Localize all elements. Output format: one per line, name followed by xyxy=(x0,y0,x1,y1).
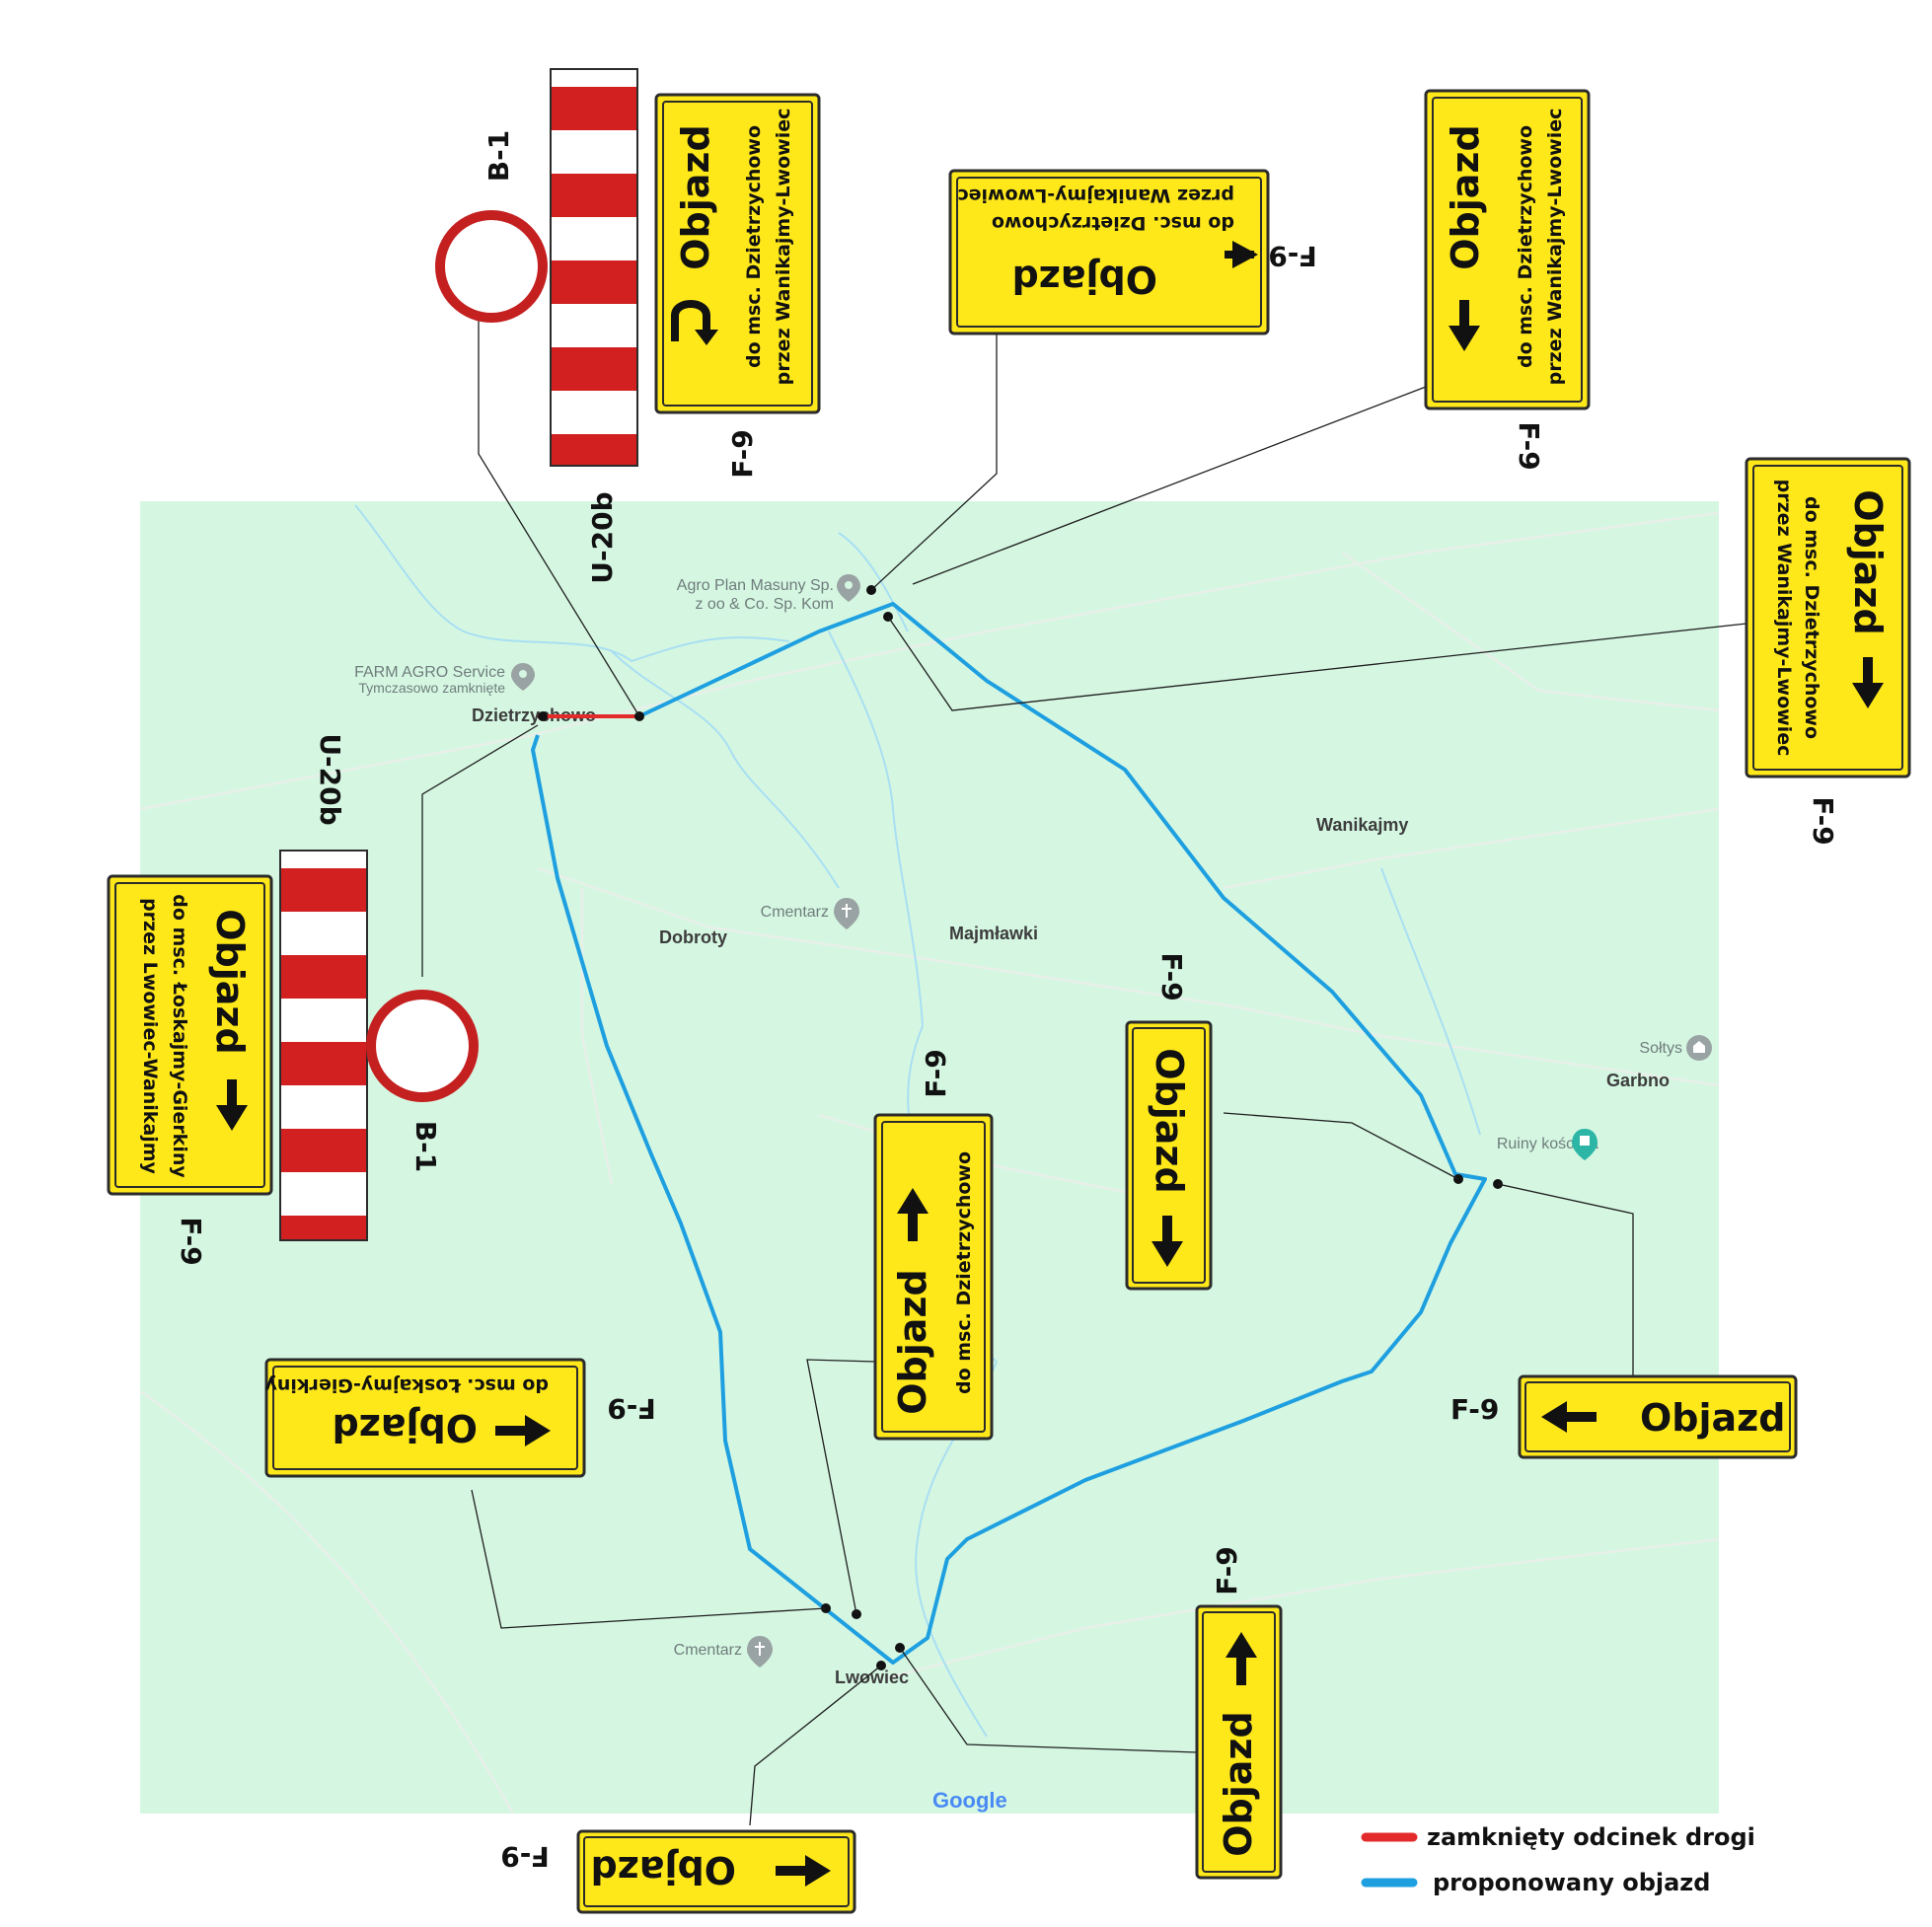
poi-farm-line2: Tymczasowo zamknięte xyxy=(358,680,505,696)
arrow-left-icon xyxy=(1541,1401,1597,1433)
arrow-down-icon xyxy=(216,1079,248,1131)
sign-objazd-text: Objazd xyxy=(1012,258,1158,301)
u20b-barrier-west xyxy=(279,850,368,1241)
code-f9-south: F-9 xyxy=(1211,1546,1243,1594)
poi-cmentarz-north: Cmentarz xyxy=(761,904,829,921)
place-garbno: Garbno xyxy=(1606,1071,1670,1090)
sign-objazd-text: Objazd xyxy=(1148,1048,1191,1194)
b1-sign-west xyxy=(366,990,479,1102)
sign-line2-text: przez Wanikajmy-Lwowiec xyxy=(957,185,1234,206)
code-b1-west: B-1 xyxy=(409,1121,442,1172)
arrow-up-icon xyxy=(897,1188,929,1241)
code-f9-northeast: F-9 xyxy=(1513,421,1545,470)
sign-objazd-text: Objazd xyxy=(674,124,717,270)
sign-line1-text: do msc. Łoskajmy-Gierkiny xyxy=(264,1374,549,1396)
sign-objazd-text: Objazd xyxy=(1846,489,1890,635)
code-u20b-west: U-20b xyxy=(314,733,346,825)
legend: zamknięty odcinek drogi proponowany obja… xyxy=(1361,1823,1755,1896)
code-f9-southeast: F-9 xyxy=(1450,1393,1499,1426)
map-roads xyxy=(139,511,1720,1815)
code-f9-east: F-9 xyxy=(1807,796,1839,845)
f9-sign-center-right: Objazd xyxy=(1125,1020,1213,1291)
arrow-left-icon xyxy=(776,1855,831,1887)
place-dzietrzychowo: Dzietrzychowo xyxy=(472,705,596,725)
f9-sign-southeast: Objazd xyxy=(1518,1374,1798,1459)
legend-detour-label: proponowany objazd xyxy=(1433,1869,1710,1896)
cemetery-pin-icon xyxy=(747,1636,773,1668)
sign-objazd-text: Objazd xyxy=(891,1269,934,1415)
arrow-left-icon xyxy=(495,1415,551,1446)
leader-lines xyxy=(421,314,1747,1826)
building-pin-icon xyxy=(1686,1035,1712,1061)
sign-objazd-text: Objazd xyxy=(591,1848,737,1891)
poi-agro-line2: z oo & Co. Sp. Kom xyxy=(695,596,834,613)
arrow-down-icon xyxy=(1449,300,1480,351)
sign-line1-text: do msc. Dzietrzychowo xyxy=(953,1151,975,1394)
place-dobroty: Dobroty xyxy=(659,927,727,947)
arrow-down-icon xyxy=(1852,657,1884,708)
cemetery-pin-icon xyxy=(834,898,859,929)
code-f9-top-inverted: F-9 xyxy=(1268,240,1316,272)
f9-sign-top-inverted: Objazd do msc. Dzietrzychowo przez Wanik… xyxy=(948,169,1270,335)
sign-line2-text: przez Wanikajmy-Lwowiec xyxy=(1544,109,1566,386)
place-lwowiec: Lwowiec xyxy=(835,1668,909,1687)
arrow-up-icon xyxy=(1226,1632,1257,1685)
map-pin-icon xyxy=(511,663,535,691)
sign-line2-text: przez Wanikajmy-Lwowiec xyxy=(773,109,794,386)
arrow-down-icon xyxy=(1225,241,1258,268)
f9-sign-bottom-inverted: Objazd xyxy=(576,1829,856,1914)
sign-objazd-text: Objazd xyxy=(333,1406,479,1449)
b1-sign-north xyxy=(435,210,548,323)
sign-line1-text: do msc. Łoskajmy-Gierkiny xyxy=(169,894,190,1178)
code-f9-southwest-inverted: F-9 xyxy=(607,1392,655,1425)
poi-farm-line1: FARM AGRO Service xyxy=(354,664,505,681)
sign-line1-text: do msc. Dzietrzychowo xyxy=(1801,496,1822,739)
sign-line1-text: do msc. Dzietrzychowo xyxy=(1515,125,1536,368)
f9-sign-southwest-inverted: Objazd do msc. Łoskajmy-Gierkiny xyxy=(264,1358,586,1478)
sign-line1-text: do msc. Dzietrzychowo xyxy=(743,125,765,368)
map-pin-icon xyxy=(837,574,860,602)
legend-closed-label: zamknięty odcinek drogi xyxy=(1427,1823,1755,1851)
code-f9-center-right: F-9 xyxy=(1155,952,1188,1001)
poi-agro-line1: Agro Plan Masuny Sp. xyxy=(677,577,834,594)
f9-sign-northeast: Objazd do msc. Dzietrzychowo przez Wanik… xyxy=(1424,89,1591,410)
code-f9-north: F-9 xyxy=(726,429,759,478)
uturn-arrow-icon xyxy=(671,300,718,345)
f9-sign-east: Objazd do msc. Dzietrzychowo przez Wanik… xyxy=(1745,457,1911,778)
code-f9-center: F-9 xyxy=(920,1049,952,1097)
poi-soltys: Sołtys xyxy=(1639,1040,1682,1057)
code-u20b-north: U-20b xyxy=(586,491,619,583)
sign-line1-text: do msc. Dzietrzychowo xyxy=(992,212,1234,234)
code-f9-bottom-inverted: F-9 xyxy=(500,1840,549,1873)
f9-sign-center: Objazd do msc. Dzietrzychowo xyxy=(873,1113,994,1441)
detour-route xyxy=(531,602,1487,1665)
u20b-barrier-north xyxy=(550,68,638,467)
poi-cmentarz-south: Cmentarz xyxy=(674,1642,742,1659)
code-b1-north: B-1 xyxy=(483,130,515,182)
sign-line2-text: przez Lwowiec-Wanikajmy xyxy=(139,898,161,1174)
place-majmlawki: Majmławki xyxy=(949,924,1038,943)
sign-objazd-text: Objazd xyxy=(1444,124,1487,270)
landmark-pin-icon xyxy=(1572,1129,1598,1160)
f9-sign-west: Objazd do msc. Łoskajmy-Gierkiny przez L… xyxy=(107,874,273,1196)
arrow-down-icon xyxy=(1152,1216,1183,1267)
sign-objazd-text: Objazd xyxy=(208,909,252,1055)
code-f9-west: F-9 xyxy=(175,1217,207,1265)
sign-line2-text: przez Wanikajmy-Lwowiec xyxy=(1773,480,1795,757)
sign-objazd-text: Objazd xyxy=(1640,1396,1786,1440)
sign-objazd-text: Objazd xyxy=(1217,1711,1260,1857)
google-logo: Google xyxy=(932,1788,1007,1813)
f9-sign-north-uturn: Objazd do msc. Dzietrzychowo przez Wanik… xyxy=(654,93,821,414)
place-wanikajmy: Wanikajmy xyxy=(1316,815,1408,835)
f9-sign-south-vertical: Objazd xyxy=(1195,1604,1283,1880)
